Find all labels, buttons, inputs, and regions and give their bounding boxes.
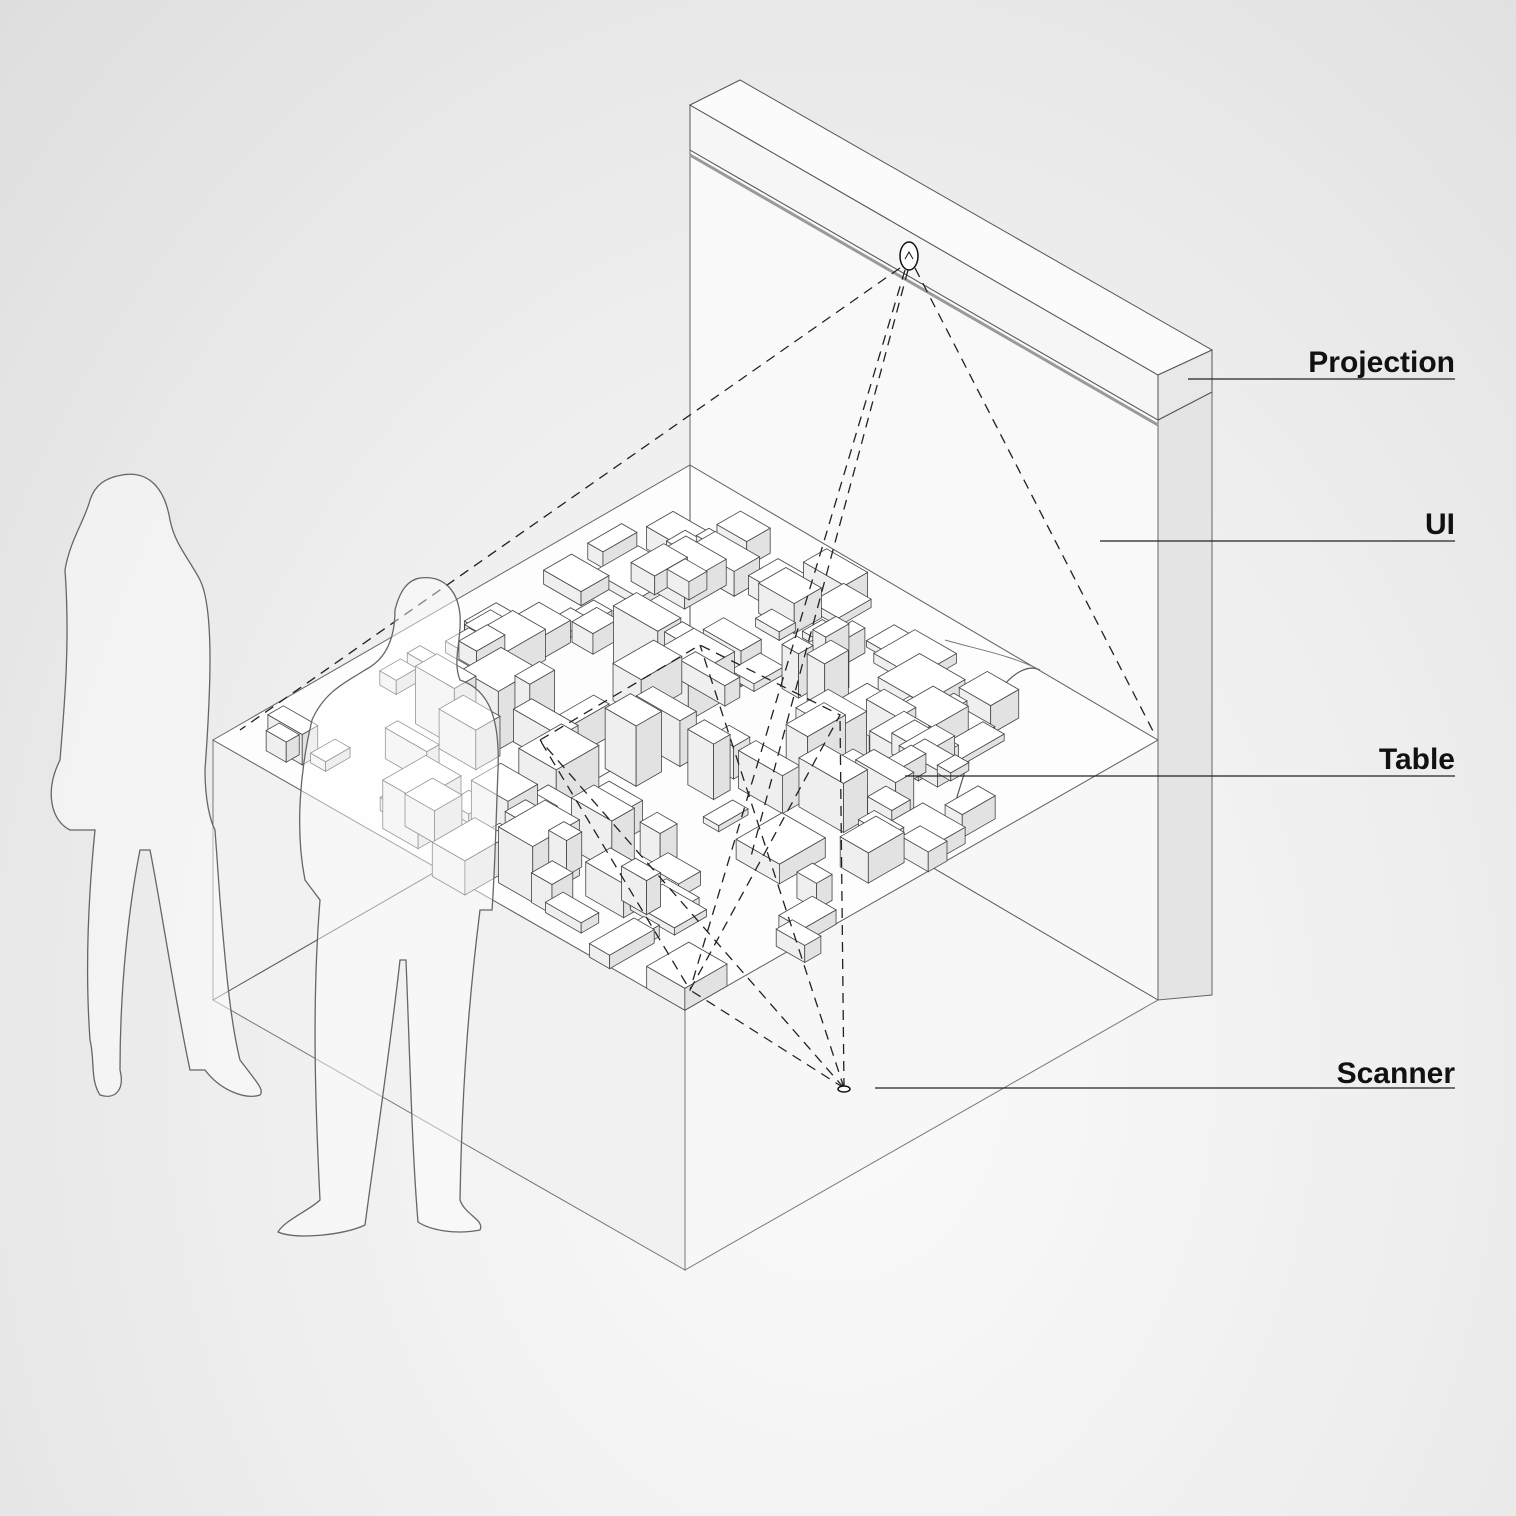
- label-scanner: Scanner: [1337, 1057, 1456, 1090]
- scan-beam-2: [699, 644, 845, 1089]
- building-block: [775, 919, 822, 964]
- label-projection: Projection: [1308, 346, 1455, 379]
- building-block: [586, 523, 638, 569]
- building-block: [839, 815, 905, 884]
- building-block: [438, 694, 501, 771]
- building-block: [798, 743, 869, 834]
- ui-wall: [688, 79, 1214, 1001]
- city-model: [265, 510, 1020, 1011]
- building-block: [666, 558, 708, 601]
- scanner-icon: [837, 1082, 851, 1093]
- building-block: [679, 651, 741, 707]
- building-block: [702, 799, 749, 833]
- building-block: [542, 553, 610, 607]
- scan-beam-1: [539, 739, 845, 1089]
- callout-scanner: Scanner: [875, 1057, 1455, 1090]
- building-block: [588, 917, 655, 970]
- callout-ui: UI: [1100, 508, 1455, 542]
- projector-icon: [899, 241, 919, 271]
- building-block: [431, 817, 509, 896]
- label-ui: UI: [1425, 508, 1455, 541]
- scan-beam-4: [689, 989, 845, 1089]
- building-block: [309, 738, 351, 773]
- projection-beams: [239, 267, 1156, 991]
- building-block: [547, 821, 583, 877]
- building-block: [687, 719, 731, 801]
- beam-right: [914, 267, 1156, 736]
- building-block: [265, 722, 301, 763]
- building-block: [754, 608, 797, 642]
- person-left-silhouette: [50, 473, 262, 1097]
- beam-center: [689, 269, 906, 991]
- building-block: [544, 891, 600, 934]
- terrain-edge-back: [944, 639, 1041, 671]
- projection-bar-shadow: [689, 153, 1159, 427]
- building-block: [620, 857, 662, 916]
- building-block: [735, 812, 827, 885]
- building-block: [645, 941, 728, 1011]
- person-right-silhouette: [277, 577, 499, 1237]
- callout-projection: Projection: [1188, 346, 1455, 380]
- projection-bar-side: [1157, 349, 1213, 421]
- beam-left: [239, 267, 901, 731]
- building-block: [378, 658, 418, 696]
- wall-side-face: [1157, 391, 1213, 1001]
- callout-table: Table: [905, 743, 1455, 777]
- scan-footprint: [539, 644, 841, 992]
- building-block: [900, 825, 948, 873]
- label-table: Table: [1379, 743, 1455, 776]
- building-block: [571, 606, 619, 655]
- building-block: [604, 693, 663, 788]
- scanner-beams: [539, 644, 845, 1089]
- scan-beam-3: [839, 714, 845, 1089]
